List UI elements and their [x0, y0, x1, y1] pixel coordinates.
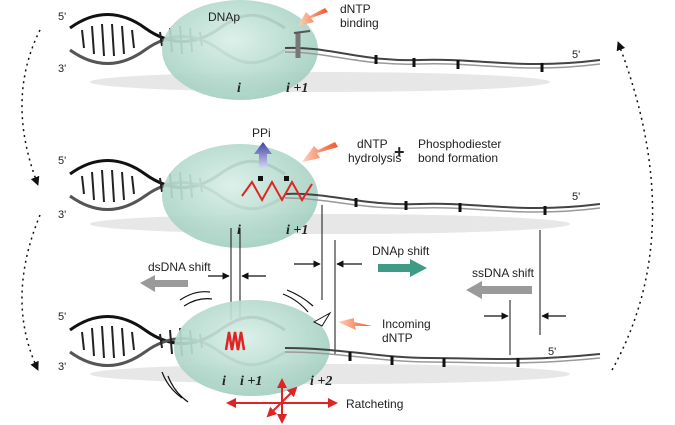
- dsdna-shift-arrow: [140, 275, 188, 292]
- position-i: i: [237, 81, 241, 96]
- three-prime-label: 3': [58, 209, 66, 221]
- ssdna-shift-arrow: [466, 281, 532, 299]
- template-strand: [284, 192, 601, 210]
- phosphodiester-bond-zigzag: [241, 179, 313, 203]
- new-bond-zigzag: [224, 331, 246, 351]
- template-strand: [284, 46, 601, 66]
- panel-hydrolysis: PPi dNTP hydrolysis + Phosphodiester bon…: [58, 126, 601, 248]
- panel-dntp-binding: DNAp dNTP binding 5' 3' 5' i i +1: [58, 0, 601, 100]
- dntp-hydrolysis-label-1: dNTP: [357, 137, 388, 151]
- five-prime-label: 5': [572, 191, 580, 203]
- incoming-nucleotide: [293, 30, 311, 58]
- dnap-shift-label: DNAp shift: [372, 244, 430, 258]
- position-i: i: [237, 223, 241, 238]
- dntp-binding-label-2: binding: [340, 16, 379, 30]
- ratcheting-arrows: [226, 378, 338, 424]
- position-i-plus-1: i +1: [240, 374, 262, 389]
- dna-polymerase: [162, 0, 318, 100]
- dnap-shift-arrow: [378, 259, 427, 277]
- incoming-nucleotide: [312, 311, 332, 327]
- position-i-plus-1: i +1: [286, 81, 308, 96]
- dntp-binding-label-1: dNTP: [340, 2, 371, 16]
- ssdna-shift-label: ssDNA shift: [472, 266, 535, 280]
- phosphodiester-label-2: bond formation: [418, 151, 498, 165]
- ppi-label: PPi: [252, 126, 271, 140]
- template-strand: [284, 347, 601, 360]
- hydrolysis-arrow: [302, 142, 338, 162]
- five-prime-label: 5': [58, 311, 66, 323]
- phosphodiester-label-1: Phosphodiester: [418, 137, 501, 151]
- three-prime-label: 3': [58, 361, 66, 373]
- incoming-arrow: [338, 318, 372, 330]
- position-i-plus-2: i +2: [310, 374, 332, 389]
- cycle-arrow-left-bottom: [21, 214, 41, 371]
- dsdna-shift-label: dsDNA shift: [148, 260, 211, 274]
- dna-polymerase: [174, 300, 330, 396]
- position-i-plus-1: i +1: [286, 223, 308, 238]
- binding-arrow: [298, 8, 328, 26]
- position-i: i: [222, 374, 226, 389]
- incoming-dntp-label-1: Incoming: [382, 317, 431, 331]
- phosphate-dot: [258, 176, 263, 181]
- three-prime-label: 3': [58, 63, 66, 75]
- cycle-arrow-right: [611, 41, 654, 371]
- ppi-release-arrow: [254, 142, 272, 168]
- shift-annotations: dsDNA shift DNAp shift ssDNA shift: [140, 205, 566, 355]
- dna-polymerase: [162, 144, 318, 248]
- dnap-label: DNAp: [208, 10, 240, 24]
- five-prime-label: 5': [548, 346, 556, 358]
- ss-bases: [374, 55, 544, 72]
- shadow: [90, 72, 550, 92]
- phosphate-dot: [284, 176, 289, 181]
- five-prime-label: 5': [58, 11, 66, 23]
- ss-bases: [348, 352, 520, 367]
- plus-sign: +: [394, 142, 405, 162]
- ratcheting-label: Ratcheting: [346, 397, 403, 411]
- ss-bases: [354, 198, 547, 215]
- five-prime-label: 5': [572, 49, 580, 61]
- incoming-dntp-label-2: dNTP: [382, 331, 413, 345]
- panel-translocation: Incoming dNTP 5' 3' 5' i i +1 i +2 Ratch…: [58, 289, 601, 424]
- cycle-arrow-left-top: [21, 29, 41, 186]
- five-prime-label: 5': [58, 155, 66, 167]
- dntp-hydrolysis-label-2: hydrolysis: [348, 151, 401, 165]
- shadow: [90, 214, 570, 234]
